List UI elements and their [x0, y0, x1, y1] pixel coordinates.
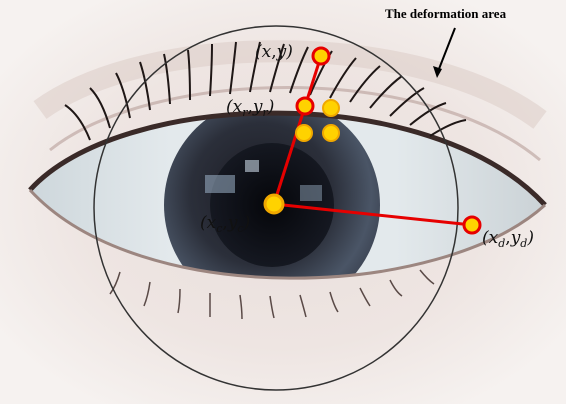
lower-eyelid: [28, 188, 547, 280]
callout-arrow-line: [436, 27, 456, 75]
deformation-area-label: The deformation area: [385, 6, 507, 21]
yellow-points: [295, 99, 340, 142]
label-ref: (xr,yr): [226, 97, 274, 119]
point-target: [311, 46, 331, 66]
label-edge: (xd,yd): [482, 228, 534, 250]
eyebrow-shadow: [33, 40, 547, 129]
upper-eyelid: [28, 110, 547, 207]
grid-point: [322, 99, 340, 117]
reflection-right: [300, 185, 322, 201]
point-ref: [295, 96, 315, 116]
reflection-center: [245, 160, 259, 172]
point-center: [263, 193, 285, 215]
reflection-left: [205, 175, 235, 193]
grid-point: [322, 124, 340, 142]
deformation-area-circle: [93, 25, 459, 391]
label-target: (x,y): [255, 42, 293, 62]
lid-crease: [49, 86, 541, 162]
callout-arrow-head: [433, 66, 442, 78]
line-center-to-edge: [273, 202, 473, 227]
upper-lashes: [64, 41, 467, 141]
label-center: (xc,yc): [200, 213, 250, 235]
lower-lashes: [109, 269, 435, 320]
grid-point: [295, 124, 313, 142]
point-edge: [462, 215, 482, 235]
